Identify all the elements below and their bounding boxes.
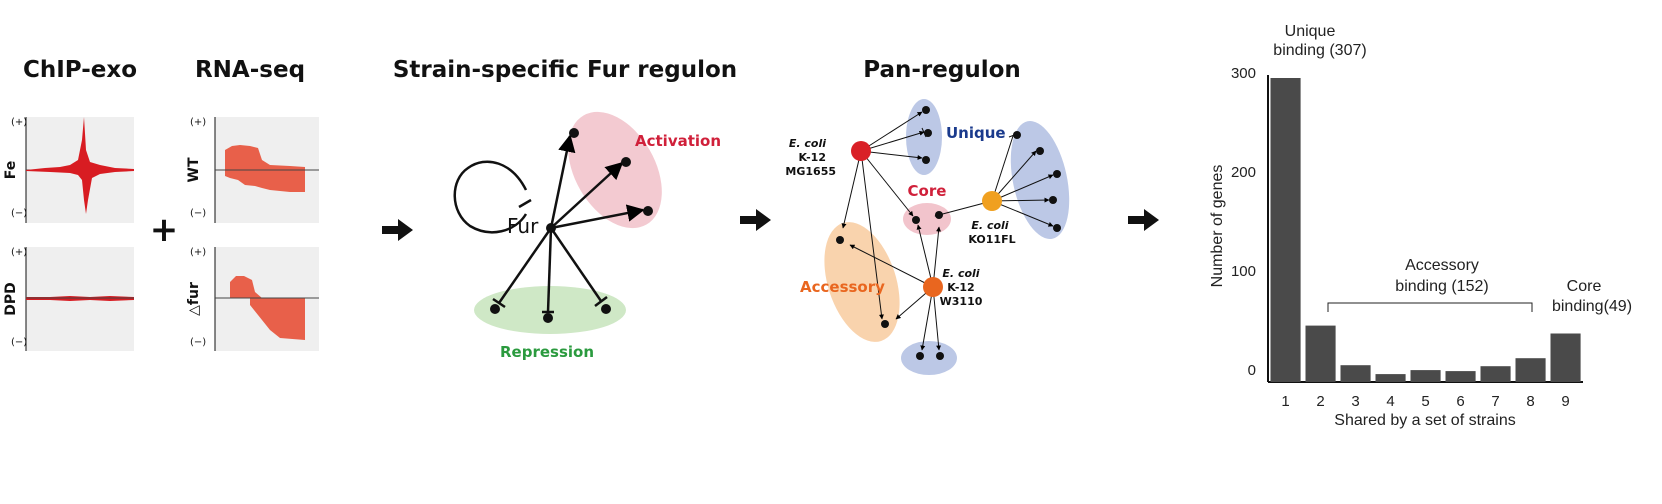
strain-line2: KO11FL xyxy=(968,233,1015,246)
regulon-genes xyxy=(490,128,653,323)
y-ticks: 0 100 200 300 xyxy=(1231,65,1256,379)
x-tick-label: 2 xyxy=(1316,393,1324,410)
unique-label: Unique xyxy=(946,124,1006,142)
y-tick-label: 300 xyxy=(1231,65,1256,82)
repression-bars xyxy=(492,296,608,314)
rna-fur-signal xyxy=(230,276,305,340)
repression-label: Repression xyxy=(500,343,594,361)
plus-sign: + xyxy=(150,210,179,250)
bar-6 xyxy=(1445,371,1476,382)
pan-edges xyxy=(841,111,1054,351)
pan-regulon-title: Pan-regulon xyxy=(863,57,1021,83)
y-tick-label: 200 xyxy=(1231,164,1256,181)
fur-node-label: Fur xyxy=(507,214,539,238)
strain-node-ko11fl xyxy=(982,191,1002,211)
plus-mark: (+) xyxy=(11,117,27,128)
x-ticks: 1 2 3 4 5 6 7 8 9 xyxy=(1281,393,1569,410)
pan-genes xyxy=(836,106,1061,360)
panel-pan-regulon: Pan-regulon xyxy=(785,57,1070,375)
plus-mark: (+) xyxy=(190,117,206,128)
strain-label-ko11fl: E. coli KO11FL xyxy=(968,219,1015,246)
bar-1 xyxy=(1270,78,1301,382)
strain-line2: K-12 xyxy=(799,151,826,164)
strain-label-w3110: E. coli K-12 W3110 xyxy=(940,267,983,308)
strain-line3: W3110 xyxy=(940,295,983,308)
y-tick-label: 100 xyxy=(1231,263,1256,280)
annotation-core-line2: binding(49) xyxy=(1552,298,1632,315)
unique-cluster-mg1655 xyxy=(906,99,942,175)
row-label-fur: △fur xyxy=(186,282,202,316)
x-tick-label: 6 xyxy=(1456,393,1464,410)
y-axis-label: Number of genes xyxy=(1209,165,1226,288)
strain-line2: K-12 xyxy=(947,281,974,294)
fur-regulon-title: Strain-specific Fur regulon xyxy=(393,57,737,83)
plus-mark: (+) xyxy=(11,247,27,258)
bar-2 xyxy=(1305,325,1336,382)
annotation-core-line1: Core xyxy=(1567,278,1602,295)
fur-edges xyxy=(497,134,645,313)
minus-mark: (−) xyxy=(190,208,206,219)
bar-7 xyxy=(1480,366,1511,382)
x-tick-label: 5 xyxy=(1421,393,1429,410)
chip-dpd-track: (+) (−) DPD xyxy=(3,247,134,351)
flow-arrow-3 xyxy=(1128,209,1159,231)
x-tick-label: 4 xyxy=(1386,393,1394,410)
bar-9 xyxy=(1550,333,1581,382)
x-axis-label: Shared by a set of strains xyxy=(1334,412,1515,429)
repression-cluster xyxy=(474,286,626,334)
annotation-accessory-line2: binding (152) xyxy=(1395,278,1488,295)
panel-fur-regulon: Strain-specific Fur regulon Fur xyxy=(393,57,737,361)
core-label: Core xyxy=(908,182,947,200)
strain-species: E. coli xyxy=(942,267,979,280)
strain-line3: MG1655 xyxy=(785,165,836,178)
bar-5 xyxy=(1410,370,1441,382)
strain-label-mg1655: E. coli K-12 MG1655 xyxy=(785,137,836,178)
plus-mark: (+) xyxy=(190,247,206,258)
panel-chip-rna: ChIP-exo RNA-seq (+) (−) Fe (+) (−) DPD … xyxy=(3,57,319,351)
unique-cluster-w3110 xyxy=(901,341,957,375)
minus-mark: (−) xyxy=(11,208,27,219)
minus-mark: (−) xyxy=(190,337,206,348)
bars xyxy=(1270,78,1581,382)
annotation-unique-line1: Unique xyxy=(1285,23,1336,40)
minus-mark: (−) xyxy=(11,337,27,348)
row-label-fe: Fe xyxy=(3,161,19,180)
chip-fe-signal xyxy=(26,117,134,214)
core-cluster xyxy=(903,203,951,235)
rna-fur-track: (+) (−) △fur xyxy=(186,247,319,351)
x-tick-label: 8 xyxy=(1526,393,1534,410)
activation-label: Activation xyxy=(635,132,721,150)
flow-arrow-1 xyxy=(382,219,413,241)
row-label-wt: WT xyxy=(186,157,202,182)
pan-regulon-bar-chart: 0 100 200 300 1 2 3 4 5 6 7 8 9 Number of genes Sha… xyxy=(1209,23,1632,429)
y-tick-label: 0 xyxy=(1248,362,1256,379)
accessory-label: Accessory xyxy=(800,278,885,296)
bar-4 xyxy=(1375,374,1406,382)
flow-arrow-2 xyxy=(740,209,771,231)
fur-autoregulation-loop xyxy=(453,160,528,234)
accessory-bracket xyxy=(1327,302,1533,312)
rna-wt-signal xyxy=(225,145,305,192)
x-tick-label: 9 xyxy=(1561,393,1569,410)
row-label-dpd: DPD xyxy=(3,282,19,316)
x-tick-label: 7 xyxy=(1491,393,1499,410)
annotation-accessory-line1: Accessory xyxy=(1405,257,1479,274)
bar-8 xyxy=(1515,358,1546,382)
rna-wt-track: (+) (−) WT xyxy=(186,117,319,223)
strain-node-w3110 xyxy=(923,277,943,297)
rna-seq-title: RNA-seq xyxy=(195,57,305,83)
bar-3 xyxy=(1340,365,1371,382)
x-tick-label: 3 xyxy=(1351,393,1359,410)
x-tick-label: 1 xyxy=(1281,393,1289,410)
strain-node-mg1655 xyxy=(851,141,871,161)
chip-fe-track: (+) (−) Fe xyxy=(3,117,134,223)
strain-species: E. coli xyxy=(789,137,826,150)
chip-exo-title: ChIP-exo xyxy=(23,57,137,83)
annotation-unique-line2: binding (307) xyxy=(1273,42,1366,59)
strain-species: E. coli xyxy=(971,219,1008,232)
